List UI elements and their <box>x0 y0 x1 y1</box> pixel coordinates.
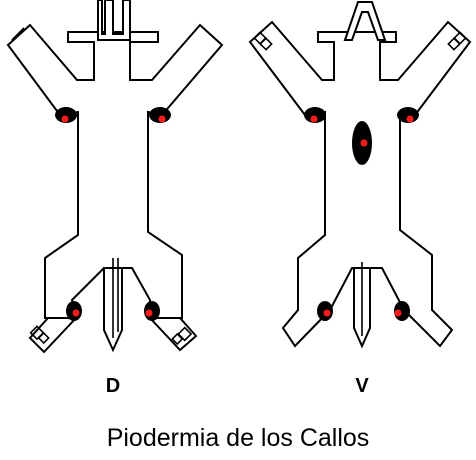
dorsal-left-hind-leg <box>28 317 79 354</box>
ventral-left-paw <box>253 31 273 51</box>
dorsal-view-label: D <box>106 375 120 397</box>
dorsal-right-hind-leg <box>147 317 198 352</box>
ventral-right-paw <box>447 31 467 51</box>
dorsal-right-paw <box>171 326 193 346</box>
dorsal-right-elbow-marker <box>158 115 166 123</box>
ventral-sternal-marker <box>360 139 368 147</box>
dorsal-body-outline <box>6 23 224 319</box>
figure-caption: Piodermia de los Callos <box>107 424 370 452</box>
dorsal-left-paw <box>29 325 50 345</box>
ventral-body-outline <box>248 20 472 348</box>
ventral-left-elbow-marker <box>310 115 318 123</box>
dorsal-left-hock-marker <box>72 309 80 317</box>
dorsal-left-elbow-lesion <box>55 107 77 123</box>
dorsal-left-forepaw <box>11 27 25 41</box>
ventral-left-elbow-lesion <box>304 107 326 123</box>
ventral-left-hock-marker <box>323 309 331 317</box>
ventral-right-hock-marker <box>394 309 402 317</box>
ventral-right-elbow-marker <box>406 115 414 123</box>
dorsal-view <box>6 0 224 354</box>
dorsal-left-elbow-marker <box>61 115 69 123</box>
dorsal-right-hock-marker <box>145 309 153 317</box>
dorsal-head <box>97 0 131 41</box>
ventral-view <box>248 1 472 349</box>
ventral-head <box>343 1 387 41</box>
ventral-view-label: V <box>355 375 369 397</box>
